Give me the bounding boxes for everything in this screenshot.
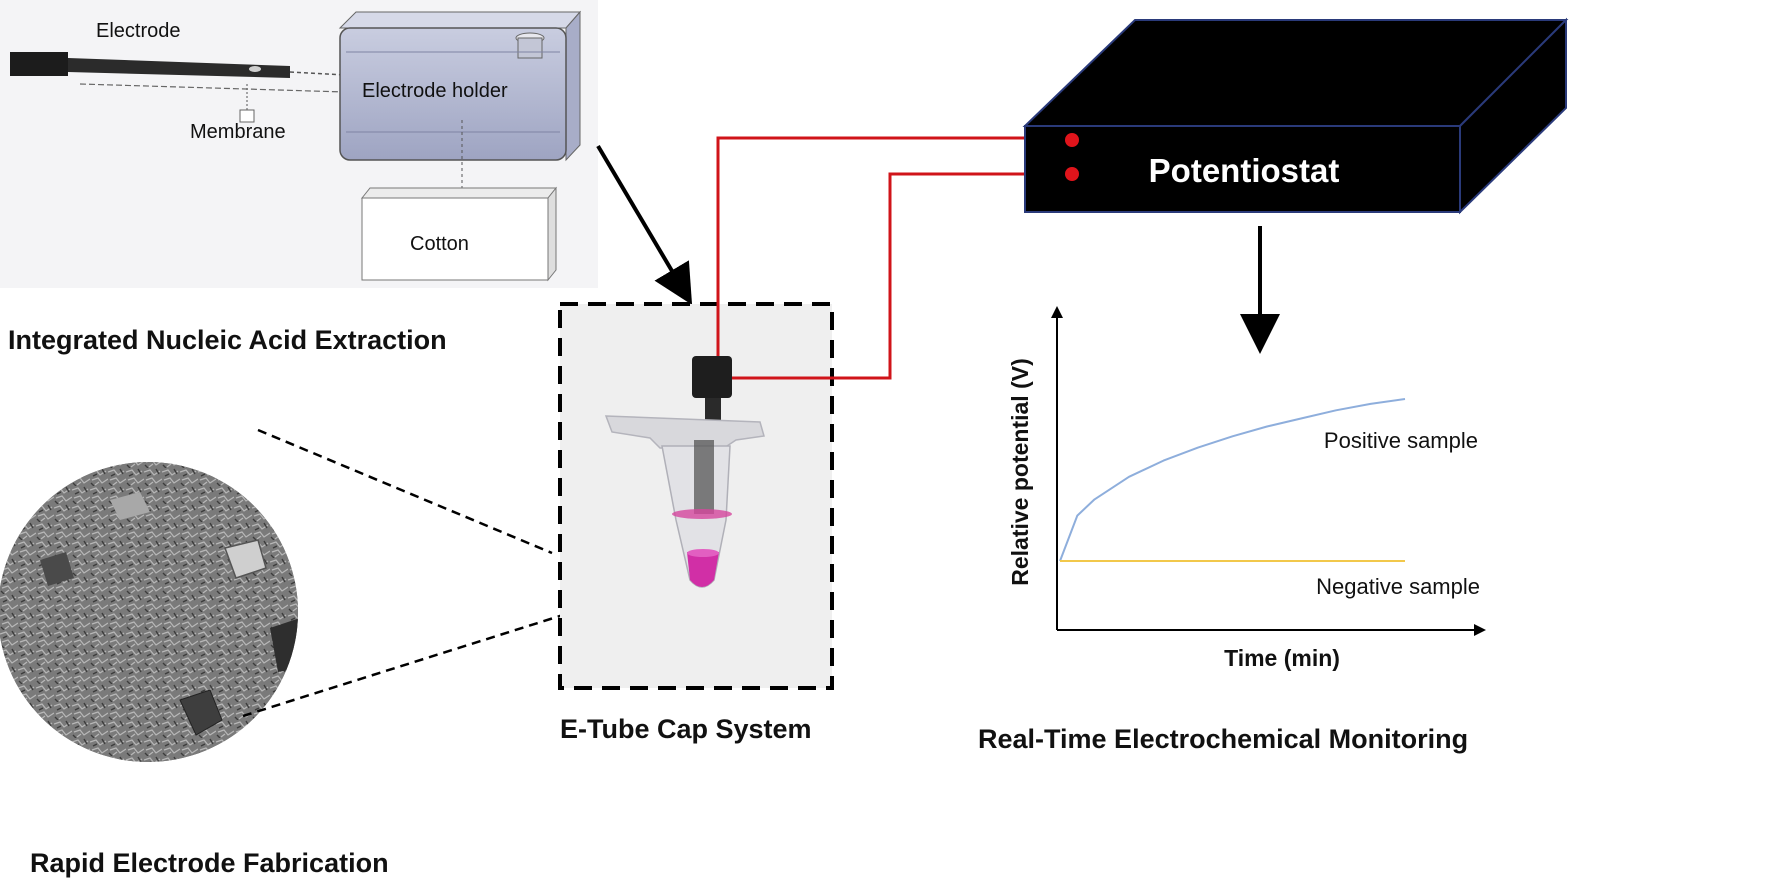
- x-axis-label: Time (min): [1224, 645, 1340, 671]
- cad-to-tube-arrow: [596, 144, 693, 305]
- sample-liquid: [687, 552, 719, 587]
- series-layer: [1059, 398, 1406, 562]
- electrode-holder-label: Electrode holder: [362, 80, 508, 102]
- extraction-section-title: Integrated Nucleic Acid Extraction: [8, 325, 447, 355]
- cotton-block: [360, 186, 558, 282]
- y-axis-label: Relative potential (V): [1007, 358, 1033, 585]
- electrode-label: Electrode: [96, 20, 181, 42]
- extraction-cad-panel: Electrode Electrode holder Membrane Cott…: [0, 0, 598, 288]
- sem-micrograph: [0, 462, 298, 762]
- etube-section-title: E-Tube Cap System: [560, 714, 812, 744]
- potential-chart: Time (min) Relative potential (V) Positi…: [1007, 306, 1486, 671]
- membrane-piece: [239, 84, 255, 123]
- potentiostat-label: Potentiostat: [1149, 152, 1340, 189]
- electrode-rod: [10, 52, 346, 93]
- electrode-cap-top: [692, 356, 732, 398]
- monitoring-section-title: Real-Time Electrochemical Monitoring: [978, 724, 1468, 754]
- cotton-label: Cotton: [410, 233, 469, 255]
- zoom-line-top: [257, 428, 553, 555]
- wire-top: [716, 136, 1072, 356]
- membrane-label: Membrane: [190, 121, 286, 143]
- etube-tube: [604, 356, 765, 588]
- potentiostat-front-face: [1024, 125, 1461, 213]
- fabrication-section-title: Rapid Electrode Fabrication: [30, 848, 389, 878]
- positive-sample-label: Positive sample: [1324, 428, 1478, 453]
- potentiostat-box: Potentiostat: [1022, 17, 1569, 215]
- wire-bottom: [732, 172, 1072, 380]
- etube-photo-frame: [558, 302, 834, 690]
- potentiostat-port-2: [1065, 167, 1079, 181]
- electrode-holder-block: [338, 10, 582, 198]
- positive-sample-curve: [1059, 398, 1406, 562]
- negative-sample-label: Negative sample: [1316, 574, 1480, 599]
- potentiostat-port-1: [1065, 133, 1079, 147]
